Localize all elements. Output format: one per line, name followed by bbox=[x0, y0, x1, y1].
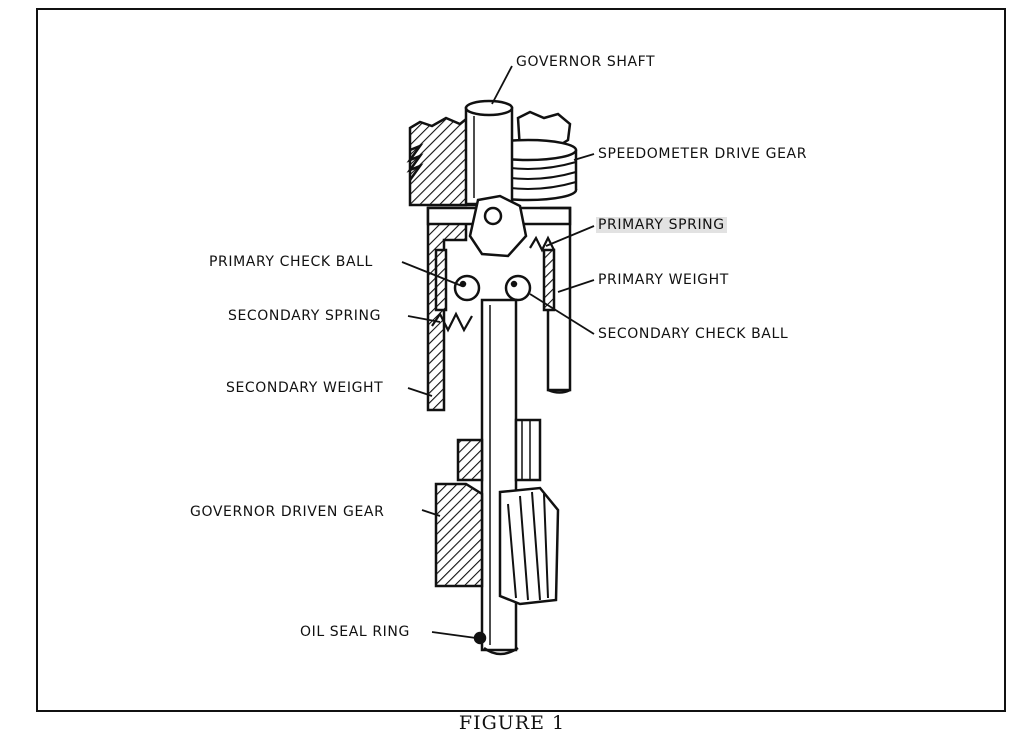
governor-driven-gear bbox=[434, 482, 560, 606]
label-primary-spring-text: PRIMARY SPRING bbox=[596, 217, 727, 233]
label-oil-seal-ring: OIL SEAL RING bbox=[300, 624, 410, 640]
label-primary-weight: PRIMARY WEIGHT bbox=[598, 272, 729, 288]
figure-caption: FIGURE 1 bbox=[458, 712, 566, 734]
label-speedometer-drive-gear: SPEEDOMETER DRIVE GEAR bbox=[598, 146, 808, 162]
label-primary-spring: PRIMARY SPRING bbox=[596, 217, 727, 233]
label-primary-check-ball: PRIMARY CHECK BALL bbox=[209, 254, 373, 270]
governor-shaft-top bbox=[464, 99, 514, 206]
label-secondary-spring: SECONDARY SPRING bbox=[228, 308, 382, 324]
oil-seal-ring bbox=[473, 631, 519, 656]
label-governor-shaft: GOVERNOR SHAFT bbox=[516, 54, 656, 70]
label-secondary-check-ball: SECONDARY CHECK BALL bbox=[598, 326, 789, 342]
label-governor-driven-gear: GOVERNOR DRIVEN GEAR bbox=[190, 504, 385, 520]
primary-weight-pivot bbox=[468, 194, 528, 258]
springs bbox=[431, 235, 555, 333]
leader-lines bbox=[401, 65, 595, 639]
label-secondary-weight: SECONDARY WEIGHT bbox=[226, 380, 384, 396]
check-balls bbox=[453, 274, 532, 302]
